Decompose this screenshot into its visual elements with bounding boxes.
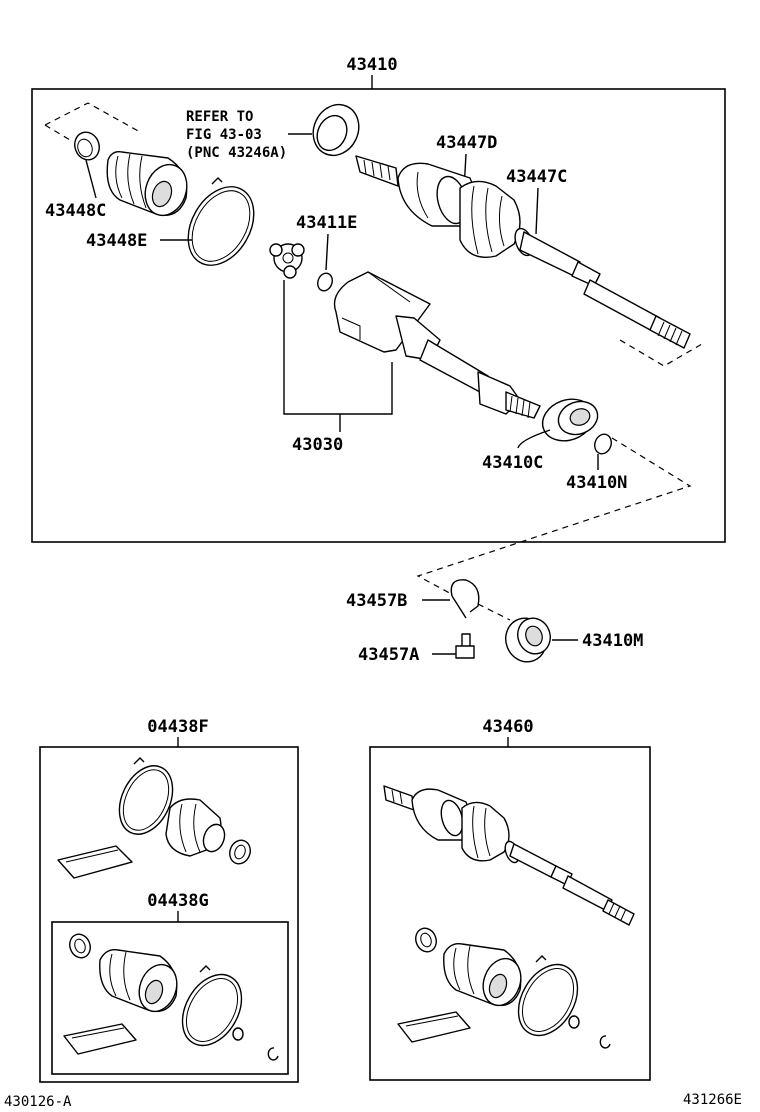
label-43410N: 43410N — [566, 473, 627, 493]
label-43448E: 43448E — [86, 231, 147, 251]
label-43448C: 43448C — [45, 201, 106, 221]
kit-04438G-parts — [63, 933, 279, 1061]
clamp-43448E — [187, 177, 255, 266]
snap-ring-43411E — [317, 272, 333, 292]
outboard-boot — [106, 150, 188, 217]
label-04438F: 04438F — [147, 717, 208, 737]
seal-43410M — [505, 617, 551, 663]
refer-line-2: FIG 43-03 — [186, 127, 262, 143]
refer-line-1: REFER TO — [186, 109, 253, 125]
assembly-43410-box — [31, 88, 726, 543]
label-43447D: 43447D — [436, 133, 497, 153]
bearing-43410C — [541, 398, 599, 442]
shaft-43460-parts — [383, 785, 635, 1049]
refer-note: REFER TO FIG 43-03 (PNC 43246A) — [186, 109, 312, 161]
kit-04438G-box — [51, 921, 289, 1075]
assembly-43410-group: 43410 — [31, 55, 726, 543]
outboard-shaft-assembly — [355, 155, 691, 349]
label-43457B: 43457B — [346, 591, 407, 611]
label-43030: 43030 — [292, 435, 343, 455]
label-43411E: 43411E — [296, 213, 357, 233]
clamp-43448C — [74, 131, 100, 161]
o-ring-43410N — [594, 433, 612, 455]
footer-left-code: 430126-A — [4, 1094, 72, 1110]
label-43410M: 43410M — [582, 631, 643, 651]
tripod-joint — [269, 243, 305, 279]
kit-04438F-parts — [57, 757, 251, 879]
assembly-number-label: 43410 — [346, 55, 397, 75]
inboard-housing-43030 — [333, 271, 541, 419]
refer-line-3: (PNC 43246A) — [186, 145, 287, 161]
label-43410C: 43410C — [482, 453, 543, 473]
label-04438G: 04438G — [147, 891, 208, 911]
snap-ring-43457B — [450, 579, 480, 619]
kit-04438F-box — [39, 746, 299, 1083]
label-43447C: 43447C — [506, 167, 567, 187]
label-43457A: 43457A — [358, 645, 419, 665]
dust-seal-ring — [312, 103, 360, 157]
footer-right-code: 431266E — [683, 1092, 742, 1108]
label-43460: 43460 — [482, 717, 533, 737]
pin-43457A — [455, 633, 475, 659]
shaft-43460-box — [369, 746, 651, 1081]
